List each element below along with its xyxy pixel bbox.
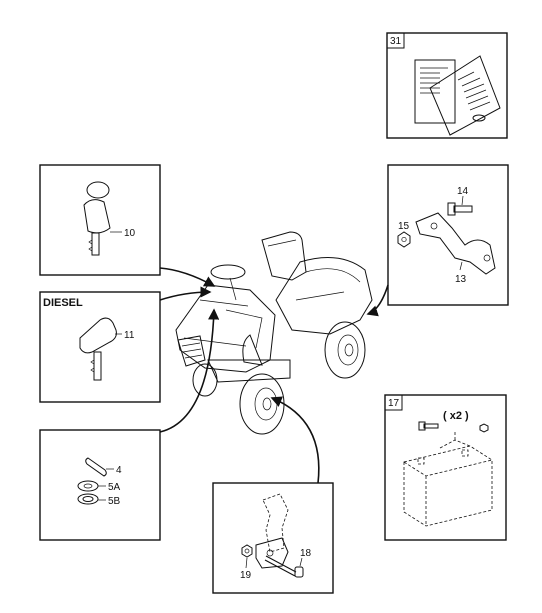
nut-19-callout: 19	[240, 570, 252, 581]
pedal-panel: 19 18	[212, 482, 334, 594]
bracket-13-callout: 13	[455, 274, 467, 285]
diesel-key-icon	[79, 317, 117, 381]
tractor-illustration	[175, 231, 373, 435]
manuals-illustration-icon	[414, 55, 501, 136]
pedal-bracket-icon	[255, 493, 289, 569]
bracket-panel: 14 15 13	[387, 164, 509, 306]
manuals-box-tab	[386, 32, 405, 49]
nut-15-icon	[397, 231, 411, 248]
pin-washer-box-frame	[39, 429, 161, 541]
battery-box-tab	[384, 394, 403, 411]
bracket-box-frame	[387, 164, 509, 306]
tractor-deck	[207, 359, 291, 383]
battery-box-number: 17	[388, 398, 400, 409]
pin-washer-panel: 4 5A 5B	[39, 429, 161, 541]
ignition-key-icon	[83, 181, 111, 256]
tractor-rear-fender	[275, 257, 373, 335]
diesel-key-callout: 11	[124, 330, 135, 341]
bolt-14-icon	[447, 202, 473, 216]
washer-5a-callout: 5A	[108, 482, 121, 493]
bracket-icon	[415, 212, 496, 275]
manuals-box-number: 31	[390, 36, 402, 47]
ignition-key-panel: 10	[39, 164, 161, 276]
tractor-steering-wheel	[210, 264, 246, 280]
pedal-box-frame	[212, 482, 334, 594]
washer-5b-callout: 5B	[108, 496, 121, 507]
diesel-title: DIESEL	[43, 297, 83, 309]
battery-bolt-icon	[418, 421, 489, 433]
bolt-18-callout: 18	[300, 548, 312, 559]
pin-icon	[85, 457, 107, 477]
quantity-label: ( x2 )	[443, 410, 469, 422]
washer-5b-icon	[77, 493, 99, 505]
manuals-box-frame	[386, 32, 508, 139]
nut-15-callout: 15	[398, 221, 410, 232]
nut-19-icon	[241, 544, 253, 558]
diesel-key-panel: DIESEL 11	[39, 291, 161, 403]
battery-panel: 17 ( x2 )	[384, 394, 507, 541]
ignition-key-callout: 10	[124, 228, 136, 239]
tractor-rear-wheel-left	[242, 334, 263, 366]
tractor-seat	[261, 231, 307, 281]
tractor-front-wheel-left	[192, 363, 218, 397]
pin-callout: 4	[116, 465, 122, 476]
ignition-key-box-frame	[39, 164, 161, 276]
tractor-rear-wheel-right	[324, 321, 366, 379]
tractor-grille	[177, 335, 206, 367]
manuals-panel: 31	[386, 32, 508, 139]
battery-box-frame	[384, 394, 507, 541]
tractor-front-wheel-right	[239, 373, 285, 435]
battery-icon	[403, 430, 493, 527]
bolt-18-icon	[264, 555, 304, 578]
tractor-hood	[175, 284, 276, 373]
bolt-14-callout: 14	[457, 186, 469, 197]
leader-lines	[159, 267, 389, 484]
